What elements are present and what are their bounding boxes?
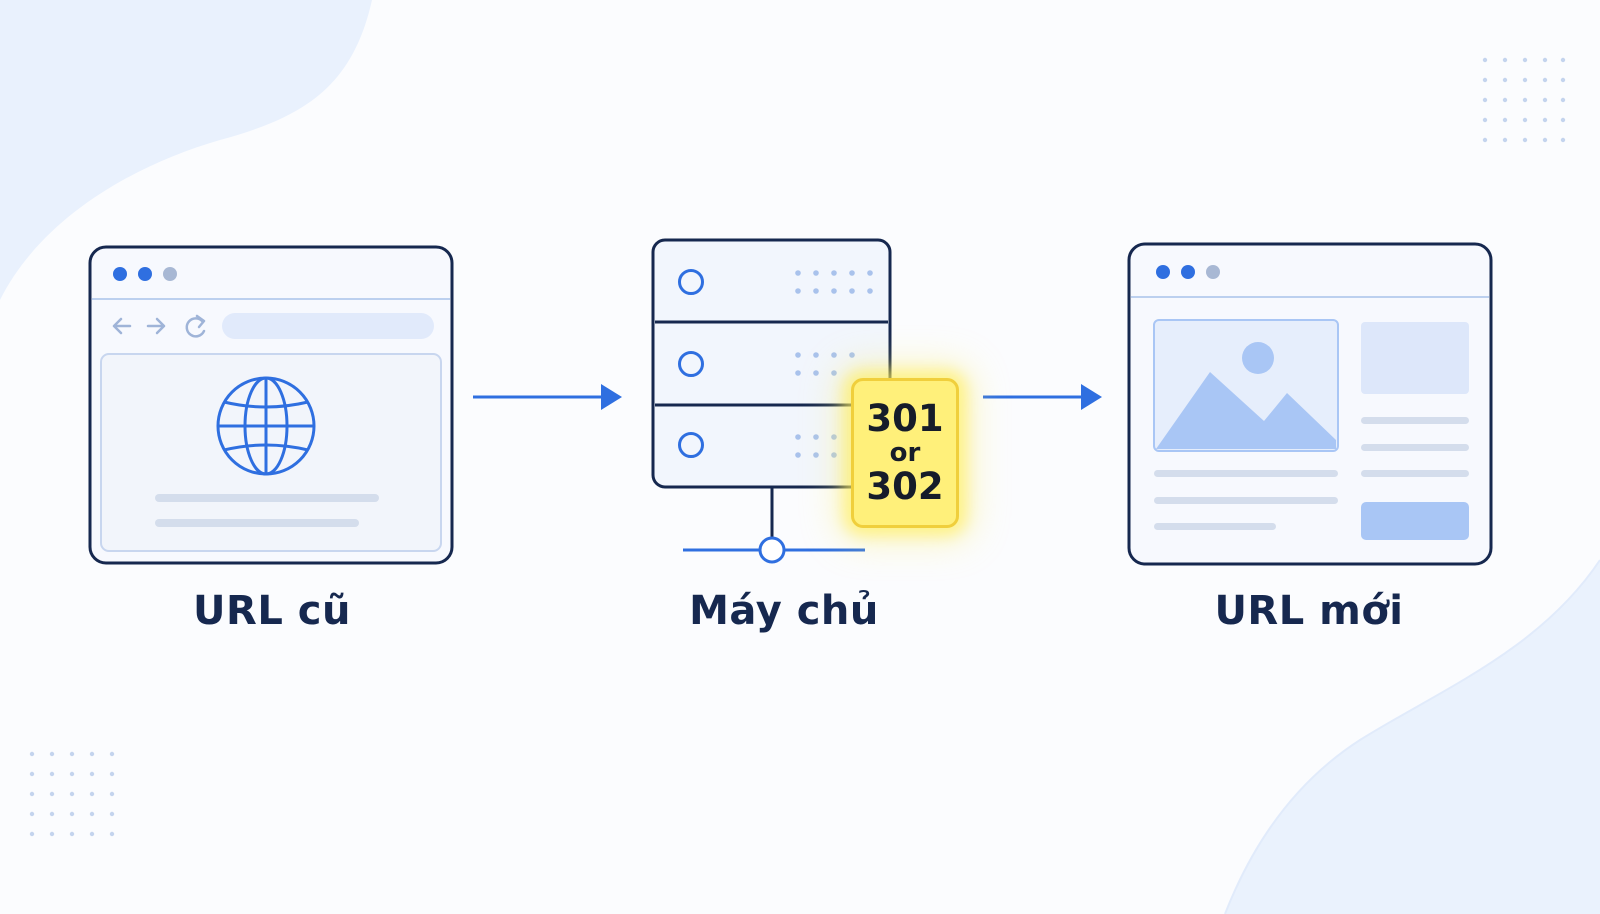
status-code-separator: or [889,438,921,468]
new-url-browser-window [1127,242,1493,566]
dot-grid-top-right [1482,57,1566,143]
image-placeholder-icon [1153,319,1339,452]
old-url-label: URL cũ [193,588,351,634]
redirect-status-badge: 301 or 302 [851,378,959,528]
dot-grid-bottom-left [29,751,115,837]
reload-icon [185,314,206,338]
redirect-arrow-2 [983,384,1102,410]
globe-icon [216,376,316,476]
status-code-302: 302 [866,465,944,508]
old-url-browser-window [88,245,454,565]
server-icon [651,238,892,564]
status-code-301: 301 [866,397,944,440]
new-url-label: URL mới [1214,588,1404,634]
address-bar [222,313,434,339]
back-arrow-icon [112,317,132,335]
forward-arrow-icon [146,317,166,335]
cta-block [1361,502,1469,540]
redirect-arrow-1 [473,384,622,410]
server-label: Máy chủ [689,588,879,634]
